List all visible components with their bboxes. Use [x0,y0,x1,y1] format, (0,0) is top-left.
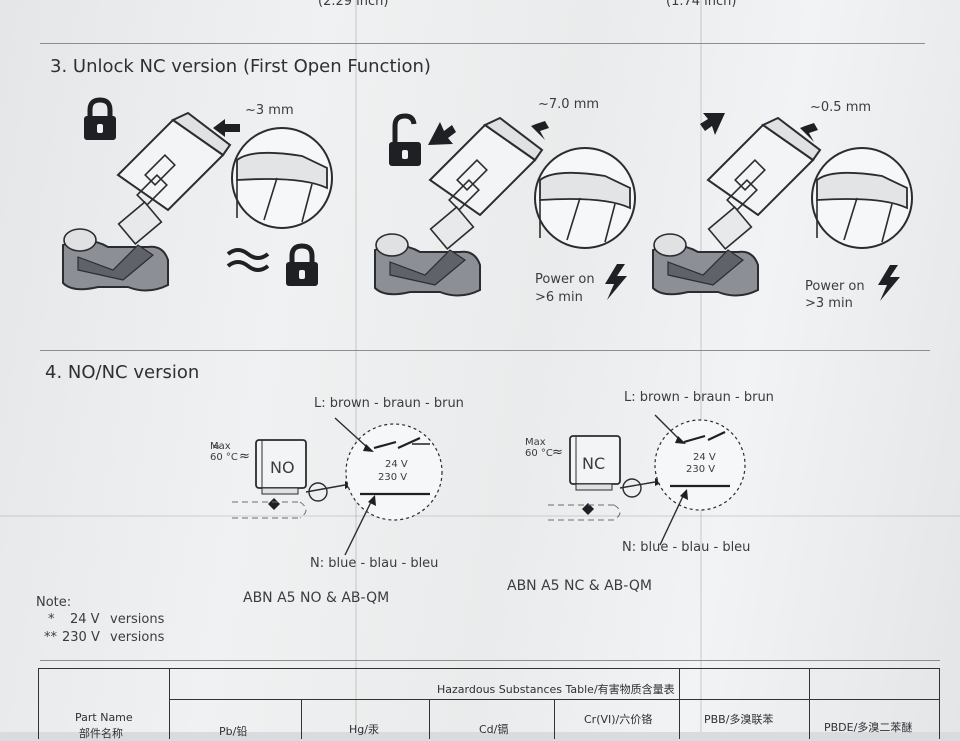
note-voltage: 24 V [70,612,100,627]
note-mark: * [48,612,55,627]
note-voltage: 230 V [62,630,100,645]
table-header-hg: Hg/汞 [349,723,379,736]
top-dimension-left: (2.29 inch) [318,0,389,9]
table-header-pbde: PBDE/多溴二苯醚 [824,721,913,734]
table-header-part-name: Part Name [75,711,133,724]
unlock-icon [389,113,421,166]
section-divider [40,350,930,351]
live-wire-label: L: brown - braun - brun [314,396,464,411]
arrow-icon [800,123,818,142]
power-label: Power on [805,279,865,294]
no-box-label: NO [270,458,295,477]
dimension-label: ~0.5 mm [810,100,872,115]
temp-label: 60 °C [210,452,238,463]
diagram-caption: ABN A5 NO & AB-QM [243,590,390,606]
neutral-wire-label: N: blue - blau - bleu [622,540,751,555]
voltage-24v: 24 V [385,459,408,470]
wiring-diagram-nc: ≈ [548,414,746,546]
fold-line [0,515,960,517]
voltage-230v: 230 V [378,472,408,483]
svg-text:≈: ≈ [239,449,250,464]
voltage-24v: 24 V [693,452,716,463]
max-label: Max [525,437,546,448]
temp-label: 60 °C [525,448,553,459]
table-header-part-name-cn: 部件名称 [79,727,123,740]
neutral-wire-label: N: blue - blau - bleu [310,556,439,571]
nc-box-label: NC [582,454,606,473]
arrow-icon [213,119,240,137]
arrow-icon [428,122,456,145]
table-header-cd: Cd/镉 [479,723,509,736]
fold-line [355,0,357,732]
wiring-diagram-no: ≈ ≈ [212,417,443,556]
note-text: versions [110,630,165,645]
power-label: >6 min [535,290,583,305]
table-header-pb: Pb/铅 [219,725,248,738]
power-label: Power on [535,272,595,287]
table-header-pbb: PBB/多溴联苯 [704,713,774,726]
fold-line [700,0,702,732]
note-text: versions [110,612,165,627]
hazardous-substances-table: Hazardous Substances Table/有害物质含量表 Part … [38,668,940,740]
table-title: Hazardous Substances Table/有害物质含量表 [437,683,675,696]
dimension-label: ~7.0 mm [538,97,600,112]
arrow-icon [531,121,549,140]
arrow-icon [700,113,725,135]
top-dimension-right: (1.74 inch) [666,0,737,9]
section-divider [40,43,925,44]
max-label: Max [210,441,231,452]
diagram-caption: ABN A5 NC & AB-QM [507,578,652,594]
section4-title: 4. NO/NC version [45,362,200,383]
svg-text:≈: ≈ [552,445,563,460]
power-label: >3 min [805,296,853,311]
lock-icon [84,97,116,140]
note-mark: ** [44,630,57,645]
section-divider [40,660,940,661]
live-wire-label: L: brown - braun - brun [624,390,774,405]
note-title: Note: [36,595,72,610]
dimension-label: ~3 mm [245,103,294,118]
approx-icon: ≈ [212,442,220,453]
table-header-cr: Cr(VI)/六价铬 [584,713,653,726]
voltage-230v: 230 V [686,464,716,475]
approx-icon [226,248,270,272]
section3-title: 3. Unlock NC version (First Open Functio… [50,56,431,77]
lock-icon [286,243,318,286]
